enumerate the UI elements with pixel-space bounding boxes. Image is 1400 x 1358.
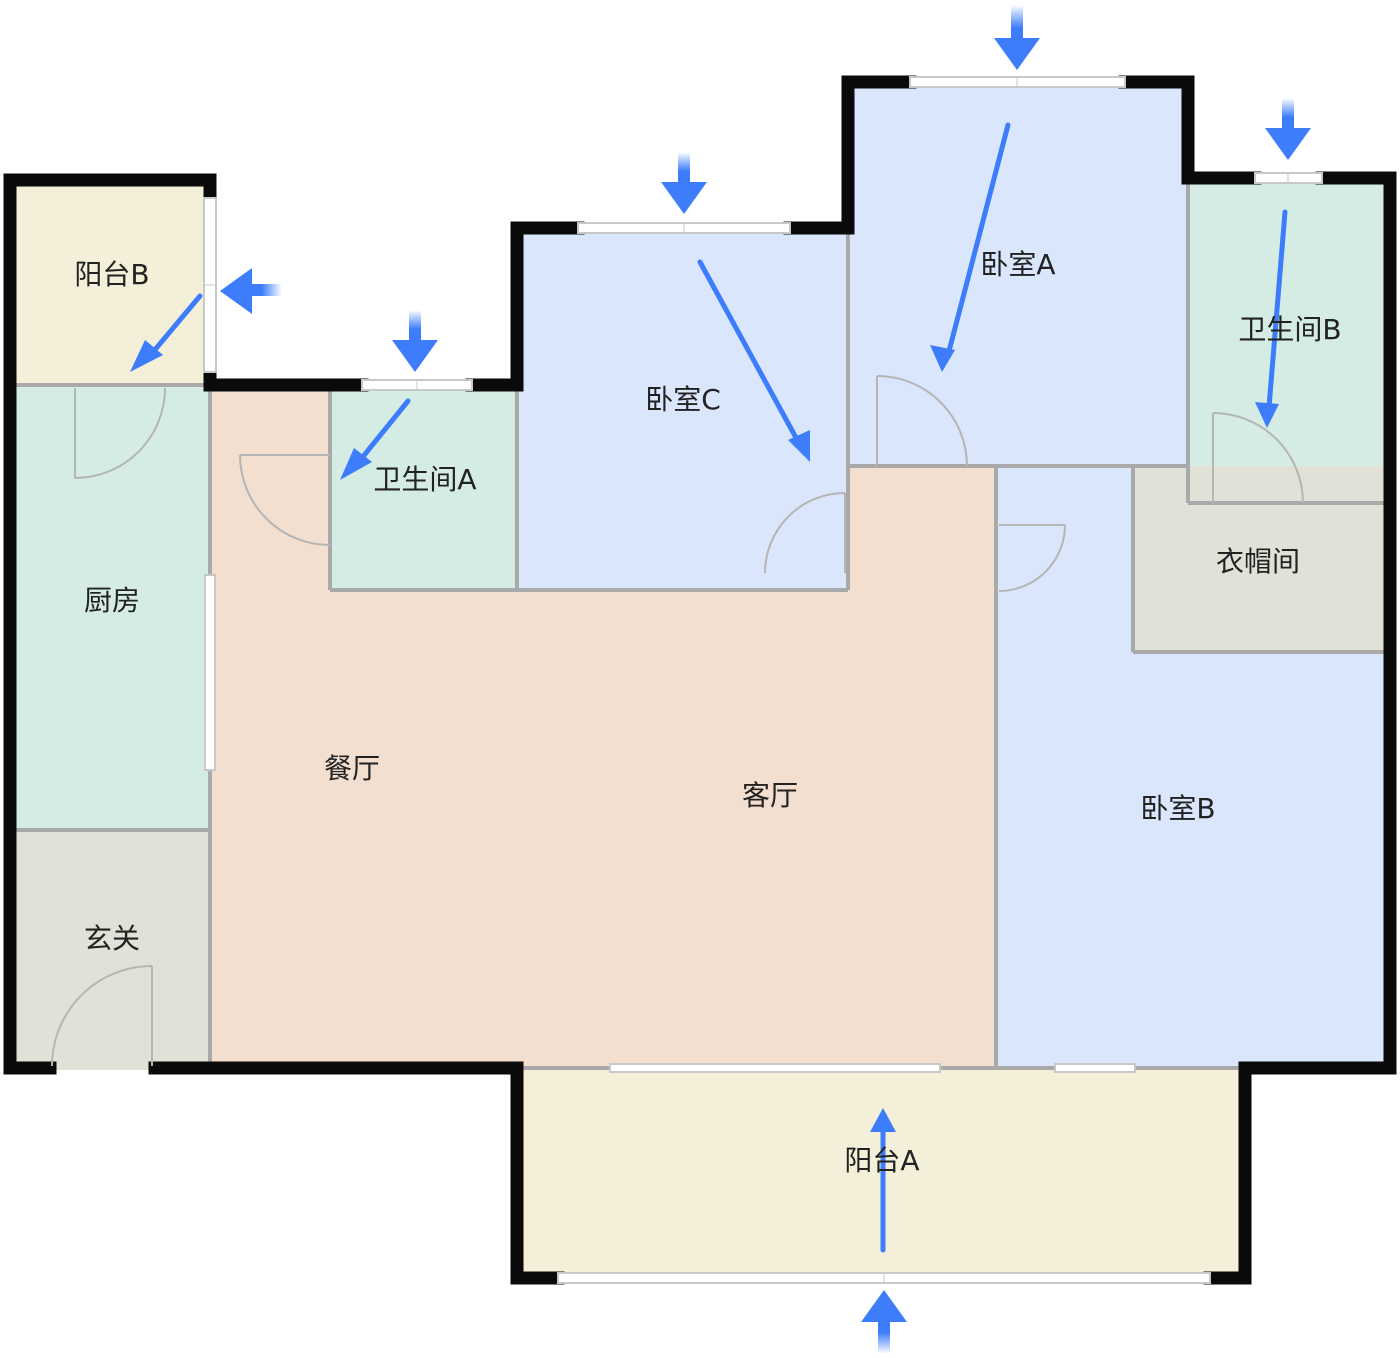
label-bathroom-a: 卫生间A [373, 463, 476, 496]
door-swing-icon [1212, 412, 1304, 504]
door-swing-icon [876, 375, 968, 467]
door-swing-icon [764, 492, 846, 574]
light-arrow-icon [1265, 98, 1311, 160]
airflow-arrows [130, 122, 1288, 1253]
door-swing-icon [998, 524, 1066, 592]
door-swing-icon [239, 454, 331, 546]
door-swing-icon [74, 387, 166, 479]
label-bedroom-c: 卧室C [645, 383, 721, 416]
airflow-arrow-icon [130, 293, 203, 372]
airflow-arrow-icon [930, 122, 1011, 372]
room-fill-bedroom-a [848, 82, 1188, 466]
outer-walls [3, 75, 1397, 1285]
airflow-arrow-icon [340, 398, 411, 480]
room-fill-kitchen [10, 385, 210, 830]
label-bathroom-b: 卫生间B [1238, 313, 1341, 346]
room-labels: 阳台B 厨房 玄关 餐厅 客厅 卫生间A 卧室C 卧室A 卫生间B 衣帽间 卧室… [74, 248, 1341, 1177]
room-fill-dining [210, 385, 517, 1068]
airflow-arrow-icon [1255, 209, 1288, 428]
label-kitchen: 厨房 [84, 584, 140, 617]
label-living: 客厅 [742, 779, 798, 812]
label-balcony-a: 阳台A [844, 1144, 919, 1177]
room-fill-living [517, 466, 996, 1068]
room-fill-bathroom-b [1188, 178, 1390, 503]
room-fill-entrance [10, 830, 210, 1070]
window-icon [204, 574, 216, 771]
light-arrow-icon [392, 310, 438, 372]
light-arrows [220, 5, 1311, 1354]
room-fill-bedroom-c [517, 228, 848, 590]
light-arrow-icon [661, 152, 707, 214]
doors [51, 375, 1304, 1067]
door-swing-icon [51, 965, 153, 1067]
room-fill-balcony-b [10, 180, 210, 385]
airflow-arrow-icon [870, 1108, 896, 1253]
room-fill-cloakroom [1133, 466, 1390, 652]
room-fill-bathroom-a [330, 385, 517, 590]
label-cloakroom: 衣帽间 [1216, 545, 1300, 578]
window-icon [1054, 1063, 1136, 1073]
label-bedroom-b: 卧室B [1140, 792, 1215, 825]
airflow-arrow-icon [697, 259, 810, 462]
label-entrance: 玄关 [84, 922, 140, 955]
window-icon [609, 1063, 941, 1073]
light-arrow-icon [861, 1290, 907, 1354]
label-balcony-b: 阳台B [74, 258, 149, 291]
label-bedroom-a: 卧室A [980, 248, 1055, 281]
window-centers [204, 77, 1289, 1283]
room-fill-bedroom-b [996, 466, 1390, 1068]
label-dining: 餐厅 [324, 752, 380, 785]
light-arrow-icon [220, 268, 282, 314]
light-arrow-icon [994, 5, 1040, 70]
